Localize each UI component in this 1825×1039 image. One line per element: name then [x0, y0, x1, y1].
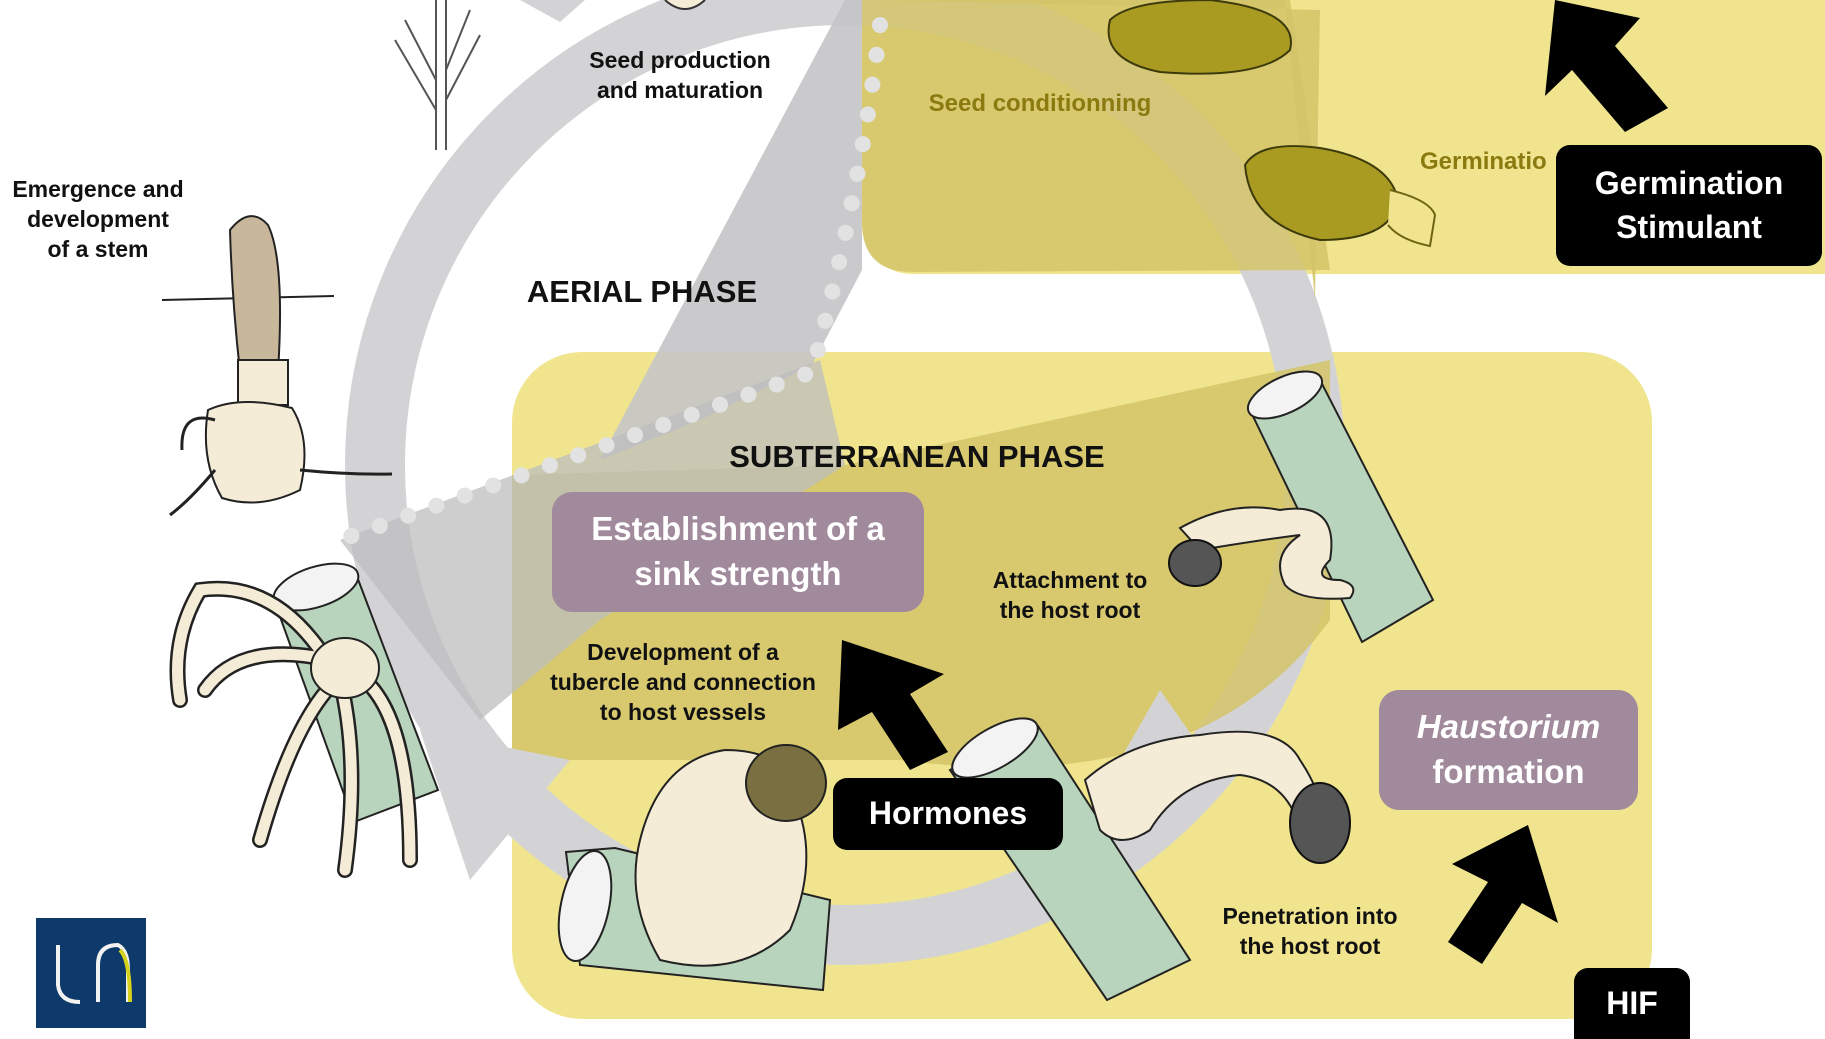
- tubercle-line3: to host vessels: [530, 698, 836, 728]
- penetration-label: Penetration into the host root: [1190, 902, 1430, 962]
- penetration-line2: the host root: [1190, 932, 1430, 962]
- germination-stimulant-box: Germination Stimulant: [1556, 145, 1822, 266]
- hif-box: HIF: [1574, 968, 1690, 1039]
- germination-stimulant-line1: Germination: [1556, 162, 1822, 205]
- emergence-line3: of a stem: [0, 235, 196, 265]
- tubercle-body-left: [311, 638, 379, 698]
- flower-stem-illustration: [395, 0, 480, 150]
- seed-conditioned-illustration: [1109, 0, 1291, 74]
- emergence-label: Emergence and development of a stem: [0, 175, 196, 265]
- hif-text: HIF: [1574, 982, 1690, 1025]
- penetration-seed: [1290, 783, 1350, 863]
- haustorium-box: Haustorium formation: [1379, 690, 1638, 810]
- seed-production-line2: and maturation: [560, 76, 800, 106]
- hormones-box: Hormones: [833, 778, 1063, 850]
- attachment-label: Attachment to the host root: [960, 566, 1180, 626]
- seed-production-label: Seed production and maturation: [560, 46, 800, 106]
- cycle-arrowhead-top: [520, 0, 585, 22]
- tubercle-line1: Development of a: [530, 638, 836, 668]
- subterranean-phase-text: SUBTERRANEAN PHASE: [725, 437, 1109, 477]
- attachment-line2: the host root: [960, 596, 1180, 626]
- aerial-phase-text: AERIAL PHASE: [520, 272, 764, 312]
- tubercle-line2: tubercle and connection: [530, 668, 836, 698]
- sink-strength-box: Establishment of a sink strength: [552, 492, 924, 612]
- sink-strength-line2: sink strength: [552, 552, 924, 597]
- seed-production-line1: Seed production: [560, 46, 800, 76]
- hormones-text: Hormones: [833, 792, 1063, 835]
- tubercle-seed: [746, 745, 826, 821]
- emergence-line2: development: [0, 205, 196, 235]
- haustorium-line2: formation: [1379, 750, 1638, 795]
- attachment-line1: Attachment to: [960, 566, 1180, 596]
- aerial-phase-label: AERIAL PHASE: [520, 272, 764, 312]
- germination-text: Germinatio: [1420, 146, 1560, 177]
- subterranean-phase-label: SUBTERRANEAN PHASE: [725, 437, 1109, 477]
- seed-conditioning-label: Seed conditionning: [900, 88, 1180, 119]
- seed-conditioning-text: Seed conditionning: [900, 88, 1180, 119]
- germination-label: Germinatio: [1420, 146, 1560, 177]
- emergence-line1: Emergence and: [0, 175, 196, 205]
- haustorium-line1: Haustorium: [1379, 705, 1638, 750]
- tubercle-label: Development of a tubercle and connection…: [530, 638, 836, 728]
- germination-stimulant-line2: Stimulant: [1556, 206, 1822, 249]
- sink-strength-line1: Establishment of a: [552, 507, 924, 552]
- penetration-line1: Penetration into: [1190, 902, 1430, 932]
